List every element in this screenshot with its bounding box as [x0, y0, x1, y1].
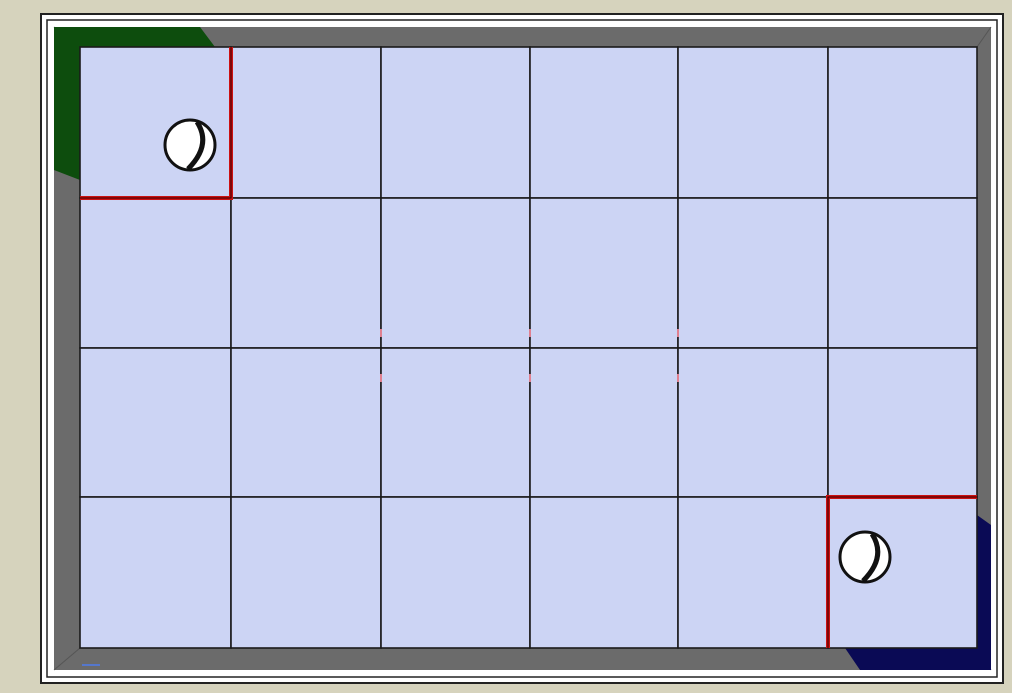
green-player-ball[interactable]	[165, 120, 215, 170]
board-cell-r3-c4[interactable]	[678, 497, 828, 648]
board-cell-r2-c2[interactable]	[381, 348, 530, 497]
board-cell-r3-c1[interactable]	[231, 497, 381, 648]
board-cell-r2-c5[interactable]	[828, 348, 977, 497]
board-cell-r0-c2[interactable]	[381, 47, 530, 198]
board-cell-r1-c2[interactable]	[381, 198, 530, 348]
board-cell-r1-c5[interactable]	[828, 198, 977, 348]
board-cell-r3-c3[interactable]	[530, 497, 678, 648]
green-player-ball-body	[165, 120, 215, 170]
board-cell-r1-c1[interactable]	[231, 198, 381, 348]
board-cell-r2-c1[interactable]	[231, 348, 381, 497]
board-cell-r1-c3[interactable]	[530, 198, 678, 348]
board-cell-r0-c5[interactable]	[828, 47, 977, 198]
board-cell-r3-c2[interactable]	[381, 497, 530, 648]
board-cell-r2-c0[interactable]	[80, 348, 231, 497]
board-cell-r3-c0[interactable]	[80, 497, 231, 648]
board-cell-r2-c3[interactable]	[530, 348, 678, 497]
board-cell-r1-c4[interactable]	[678, 198, 828, 348]
board-cell-r0-c4[interactable]	[678, 47, 828, 198]
board-cell-r2-c4[interactable]	[678, 348, 828, 497]
board-cell-r0-c1[interactable]	[231, 47, 381, 198]
blue-player-ball[interactable]	[840, 532, 890, 582]
board-cell-r0-c0[interactable]	[80, 47, 231, 198]
board-cell-r0-c3[interactable]	[530, 47, 678, 198]
board-cell-r1-c0[interactable]	[80, 198, 231, 348]
blue-player-ball-body	[840, 532, 890, 582]
